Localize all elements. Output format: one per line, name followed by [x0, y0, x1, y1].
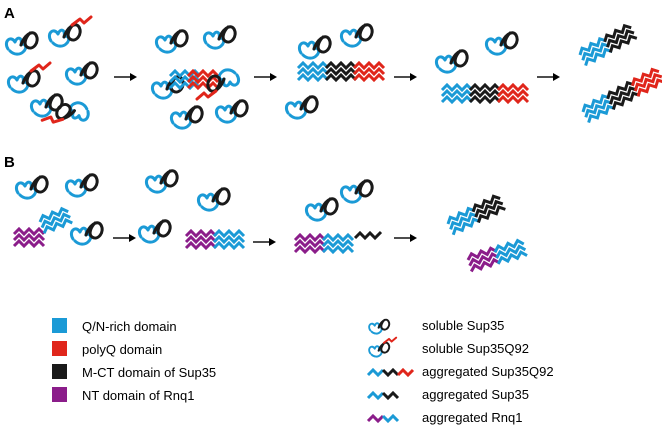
- legend-polyq: polyQ domain: [82, 342, 162, 357]
- legend-soluble-sup35: soluble Sup35: [422, 318, 504, 333]
- mct-swatch: [52, 364, 67, 379]
- panel-a-stage4: [434, 31, 530, 104]
- legend-aggregated-rnq1: aggregated Rnq1: [422, 410, 522, 425]
- rnq1-nt-swatch: [52, 387, 67, 402]
- arrow-icon: [252, 237, 277, 247]
- panel-b-stage1: [12, 173, 104, 248]
- soluble-sup35-icon: [368, 318, 391, 335]
- panel-b-stage4: [444, 192, 529, 274]
- legend-aggregated-sup35: aggregated Sup35: [422, 387, 529, 402]
- arrow-icon: [536, 72, 561, 82]
- legend-rnq1-nt: NT domain of Rnq1: [82, 388, 195, 403]
- arrow-icon: [393, 233, 418, 243]
- legend-right: soluble Sup35 soluble Sup35Q92 aggregate…: [366, 318, 554, 425]
- panel-b-stage2: [137, 169, 246, 250]
- legend-left: Q/N-rich domain polyQ domain M-CT domain…: [52, 318, 216, 403]
- aggregated-rnq1-icon: [366, 413, 400, 424]
- panel-a-stage3: [284, 23, 386, 120]
- panel-a-stage2: [150, 25, 249, 130]
- arrow-icon: [393, 72, 418, 82]
- qn-rich-swatch: [52, 318, 67, 333]
- arrow-icon: [113, 72, 138, 82]
- legend-aggregated-sup35q92: aggregated Sup35Q92: [422, 364, 554, 379]
- legend-soluble-sup35q92: soluble Sup35Q92: [422, 341, 529, 356]
- panel-a-stage5: [576, 21, 662, 125]
- soluble-sup35q92-icon: [369, 338, 396, 357]
- polyq-swatch: [52, 341, 67, 356]
- arrow-icon: [112, 233, 137, 243]
- panel-b-stage3: [293, 179, 383, 254]
- aggregated-sup35q92-icon: [366, 367, 415, 378]
- panel-a-label: A: [4, 5, 15, 22]
- arrow-icon: [253, 72, 278, 82]
- panel-b-label: B: [4, 154, 15, 171]
- panel-a-stage1: [4, 17, 99, 135]
- legend-qn-rich: Q/N-rich domain: [82, 319, 177, 334]
- aggregated-sup35-icon: [366, 390, 400, 401]
- legend-mct: M-CT domain of Sup35: [82, 365, 216, 380]
